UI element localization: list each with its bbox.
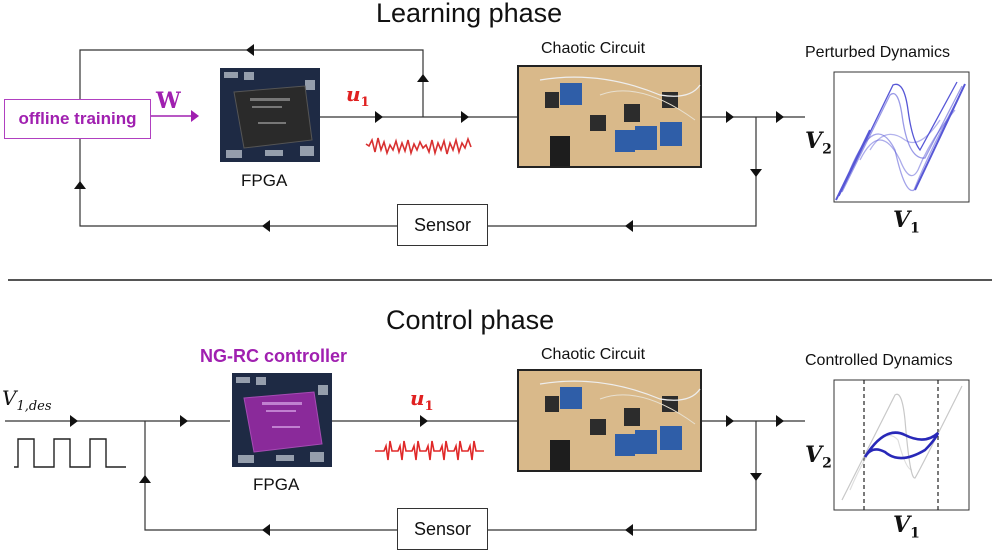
arrow-left-icon (262, 524, 270, 536)
arrow-down-icon (750, 473, 762, 481)
arrow-left-icon (625, 220, 633, 232)
control-circuit-label: Chaotic Circuit (541, 346, 646, 363)
ngrc-controller-label: NG-RC controller (200, 346, 348, 366)
arrow-left-icon (625, 524, 633, 536)
learning-fpga-label: FPGA (241, 171, 288, 190)
control-signal-waveform (375, 440, 484, 461)
arrow-up-icon (74, 181, 86, 189)
desired-square-wave (14, 438, 126, 468)
arrow-right-icon (776, 415, 784, 427)
learning-sensor-box: Sensor (397, 204, 488, 246)
arrow-right-icon (726, 111, 734, 123)
learning-sensor-label: Sensor (413, 214, 472, 235)
arrow-up-icon (139, 475, 151, 483)
control-y-axis-label: V2 (805, 442, 832, 472)
control-sensor-label: Sensor (413, 518, 472, 539)
control-sensor-box: Sensor (397, 508, 488, 550)
arrow-right-icon (420, 415, 428, 427)
chaotic-circuit-learning-image (517, 65, 702, 168)
arrow-left-icon (246, 44, 254, 56)
arrow-right-icon (180, 415, 188, 427)
learning-y-axis-label: V2 (805, 128, 832, 158)
desired-voltage-label: V1,des (2, 386, 52, 414)
arrow-up-icon (417, 74, 429, 82)
learning-circuit-label: Chaotic Circuit (541, 40, 646, 57)
chaotic-signal-waveform (365, 136, 472, 157)
learning-x-axis-label: V1 (893, 207, 920, 237)
control-sensor-return-wire (144, 421, 397, 531)
offline-training-box: offline training (4, 99, 151, 139)
control-fpga-label: FPGA (253, 475, 300, 494)
arrow-right-icon (70, 415, 78, 427)
learning-branch-wire (487, 117, 757, 227)
learning-phase-title: Learning phase (376, 0, 563, 28)
control-x-axis-label: V1 (893, 512, 920, 542)
arrow-right-icon (461, 111, 469, 123)
offline-training-label: offline training (18, 109, 137, 128)
perturbed-dynamics-title: Perturbed Dynamics (805, 44, 950, 61)
arrow-right-icon (726, 415, 734, 427)
controlled-dynamics-title: Controlled Dynamics (805, 352, 953, 369)
arrow-right-icon (776, 111, 784, 123)
chaotic-circuit-control-image (517, 369, 702, 472)
learning-sensor-return-wire (79, 138, 397, 227)
control-signal-label: u1 (410, 386, 434, 414)
learning-control-signal-label: u1 (346, 82, 370, 110)
control-phase-title: Control phase (386, 305, 555, 335)
phase-divider (8, 279, 992, 281)
controlled-dynamics-plot (833, 379, 970, 511)
fpga-learning-image (220, 68, 320, 162)
perturbed-dynamics-plot (833, 71, 970, 203)
control-branch-wire (487, 421, 757, 531)
arrow-left-icon (262, 220, 270, 232)
fpga-control-image (232, 373, 332, 467)
w-arrow-head-icon (191, 110, 199, 122)
arrow-down-icon (750, 169, 762, 177)
arrow-right-icon (375, 111, 383, 123)
weights-label: W (156, 88, 181, 114)
